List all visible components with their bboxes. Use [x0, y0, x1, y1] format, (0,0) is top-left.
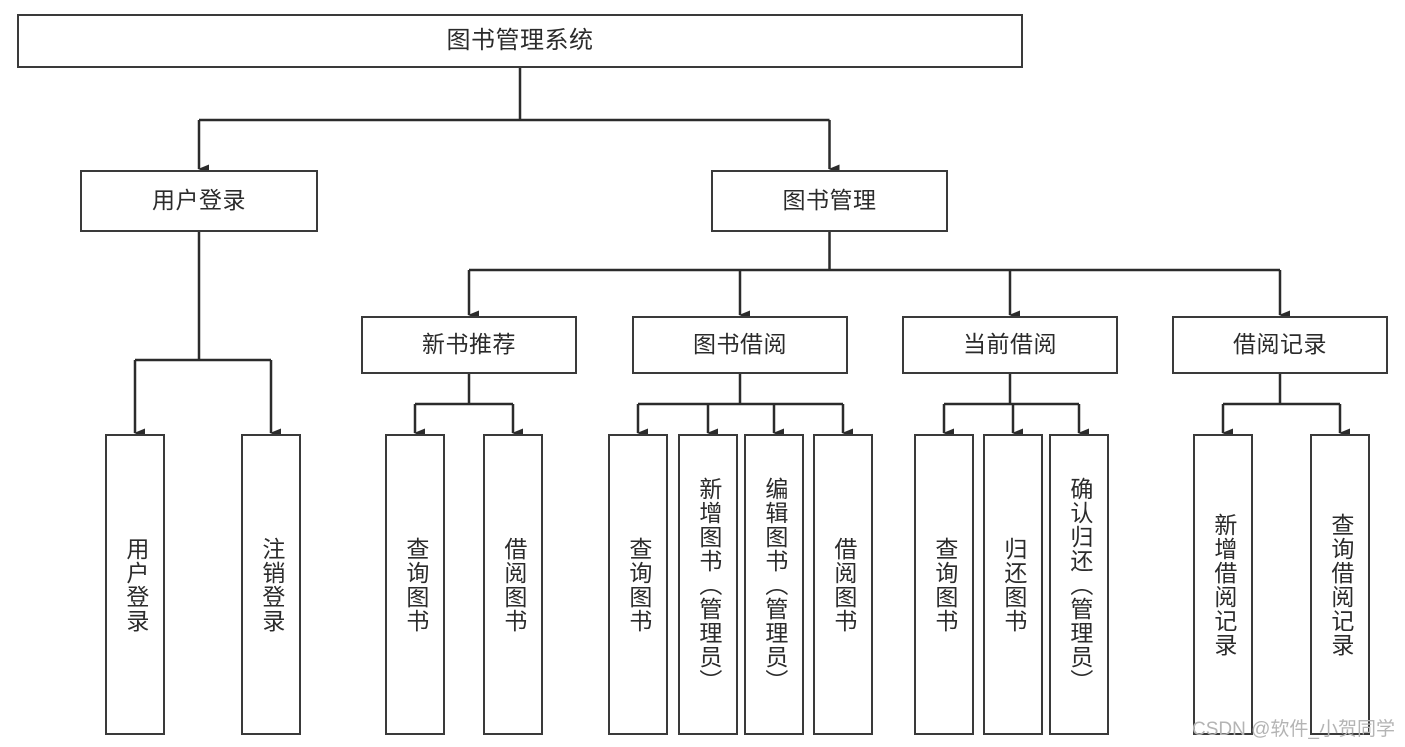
node-label: 图书借阅	[693, 331, 787, 358]
node-label: 查询借阅记录	[1327, 512, 1354, 657]
node-l9[interactable]: 查询图书	[914, 434, 974, 735]
node-label: 借阅图书	[500, 536, 527, 633]
node-label: 编辑图书（管理员）	[761, 476, 788, 693]
node-n2a[interactable]: 用户登录	[80, 170, 318, 232]
node-label: 当前借阅	[963, 331, 1057, 358]
node-l8[interactable]: 借阅图书	[813, 434, 873, 735]
node-l7[interactable]: 编辑图书（管理员）	[744, 434, 804, 735]
node-label: 查询图书	[625, 536, 652, 633]
node-l3[interactable]: 查询图书	[385, 434, 445, 735]
node-n3c[interactable]: 当前借阅	[902, 316, 1118, 374]
node-label: 借阅图书	[830, 536, 857, 633]
node-label: 查询图书	[402, 536, 429, 633]
node-l13[interactable]: 查询借阅记录	[1310, 434, 1370, 735]
node-n3d[interactable]: 借阅记录	[1172, 316, 1388, 374]
node-l2[interactable]: 注销登录	[241, 434, 301, 735]
node-label: 图书管理系统	[446, 26, 594, 54]
node-label: 新书推荐	[422, 331, 516, 358]
node-label: 归还图书	[1000, 536, 1027, 633]
node-root[interactable]: 图书管理系统	[17, 14, 1023, 68]
node-l12[interactable]: 新增借阅记录	[1193, 434, 1253, 735]
node-label: 新增借阅记录	[1210, 512, 1237, 657]
node-l1[interactable]: 用户登录	[105, 434, 165, 735]
node-l6[interactable]: 新增图书（管理员）	[678, 434, 738, 735]
node-label: 用户登录	[152, 187, 246, 214]
node-label: 用户登录	[122, 536, 149, 633]
node-label: 查询图书	[931, 536, 958, 633]
node-l5[interactable]: 查询图书	[608, 434, 668, 735]
node-label: 注销登录	[258, 536, 285, 633]
node-n3b[interactable]: 图书借阅	[632, 316, 848, 374]
node-n2b[interactable]: 图书管理	[711, 170, 948, 232]
node-l10[interactable]: 归还图书	[983, 434, 1043, 735]
node-label: 借阅记录	[1233, 331, 1327, 358]
node-label: 新增图书（管理员）	[695, 476, 722, 693]
node-l11[interactable]: 确认归还（管理员）	[1049, 434, 1109, 735]
node-l4[interactable]: 借阅图书	[483, 434, 543, 735]
node-label: 图书管理	[782, 187, 877, 214]
node-n3a[interactable]: 新书推荐	[361, 316, 577, 374]
node-label: 确认归还（管理员）	[1066, 476, 1093, 693]
edges	[133, 68, 1350, 438]
